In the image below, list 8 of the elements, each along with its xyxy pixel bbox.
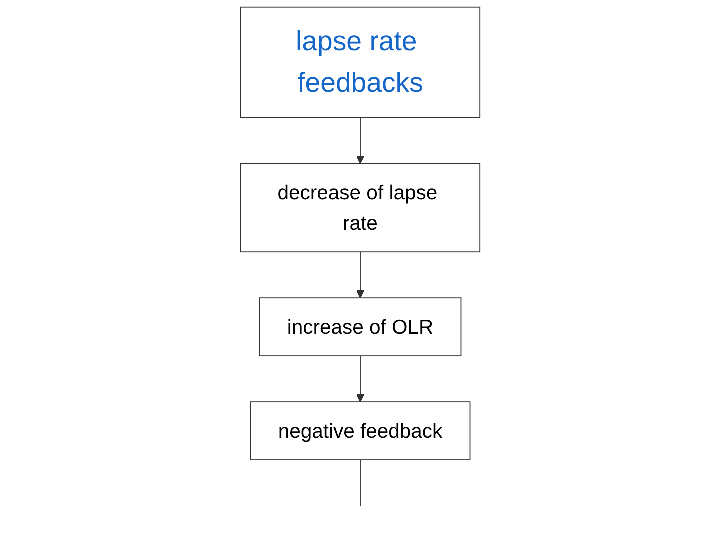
node-box: negative feedback [250, 402, 471, 460]
arrow [356, 356, 365, 402]
arrow [356, 252, 365, 298]
node-box: decrease of lapse rate [240, 163, 481, 253]
node-box: increase of OLR [259, 298, 462, 357]
connector [360, 460, 361, 506]
arrow [356, 117, 365, 164]
node-box: lapse rate feedbacks [240, 6, 481, 118]
